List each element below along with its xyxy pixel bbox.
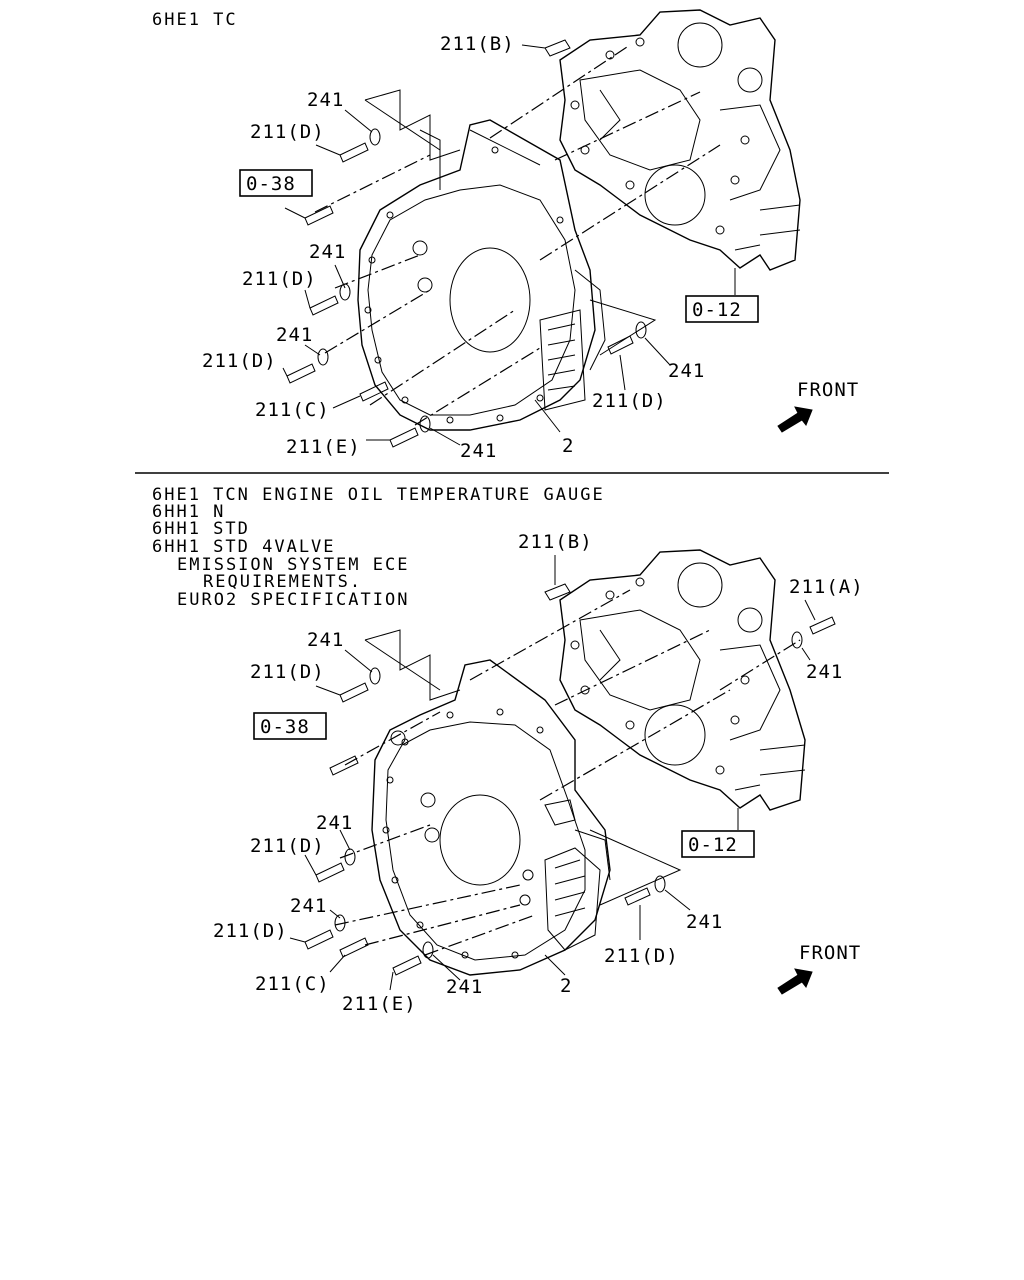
lower-header-line-6: REQUIREMENTS. bbox=[203, 572, 362, 592]
lower-label-241a: 241 bbox=[307, 629, 344, 651]
upper-label-211d-a: 211(D) bbox=[250, 121, 325, 143]
lower-label-part-2: 2 bbox=[560, 975, 572, 997]
upper-engine-block bbox=[559, 9, 801, 271]
upper-label-211d-d: 211(D) bbox=[592, 390, 667, 412]
lower-header-line-3: 6HH1 STD bbox=[152, 519, 250, 539]
upper-ref-038-box bbox=[239, 169, 313, 197]
upper-label-211e: 211(E) bbox=[286, 436, 361, 458]
upper-label-211d-c: 211(D) bbox=[202, 350, 277, 372]
upper-front-arrow-icon bbox=[777, 406, 813, 433]
lower-label-211b: 211(B) bbox=[518, 531, 593, 553]
upper-front-label: FRONT bbox=[797, 379, 859, 401]
lower-label-211c: 211(C) bbox=[255, 973, 330, 995]
lower-label-211a: 211(A) bbox=[789, 576, 864, 598]
upper-label-211b: 211(B) bbox=[440, 33, 515, 55]
lower-front-label: FRONT bbox=[799, 942, 861, 964]
lower-label-211e: 211(E) bbox=[342, 993, 417, 1015]
upper-label-241a: 241 bbox=[307, 89, 344, 111]
upper-ref-012-box bbox=[685, 295, 759, 323]
lower-engine-block bbox=[559, 549, 806, 811]
upper-label-241e: 241 bbox=[668, 360, 705, 382]
upper-ref-038: 0-38 bbox=[246, 173, 296, 195]
upper-label-part-2: 2 bbox=[562, 435, 574, 457]
lower-diagram: 6HE1 TCN ENGINE OIL TEMPERATURE GAUGE 6H… bbox=[152, 485, 864, 1015]
upper-flywheel-housing bbox=[357, 119, 606, 431]
lower-ref-012-box bbox=[681, 830, 755, 858]
lower-label-211d-a: 211(D) bbox=[250, 661, 325, 683]
upper-ref-012: 0-12 bbox=[692, 299, 742, 321]
lower-label-241d: 241 bbox=[446, 976, 483, 998]
lower-header-line-5: EMISSION SYSTEM ECE bbox=[177, 555, 409, 575]
upper-label-211c: 211(C) bbox=[255, 399, 330, 421]
lower-ref-038: 0-38 bbox=[260, 716, 310, 738]
upper-diagram: 6HE1 TC bbox=[152, 9, 859, 462]
lower-label-241b: 241 bbox=[316, 812, 353, 834]
lower-ref-038-box bbox=[253, 712, 327, 740]
lower-label-211d-d: 211(D) bbox=[604, 945, 679, 967]
lower-fasteners bbox=[304, 583, 836, 976]
lower-header-line-4: 6HH1 STD 4VALVE bbox=[152, 537, 336, 557]
lower-front-arrow-icon bbox=[777, 968, 813, 995]
lower-label-241e: 241 bbox=[686, 911, 723, 933]
upper-label-241b: 241 bbox=[309, 241, 346, 263]
upper-label-241c: 241 bbox=[276, 324, 313, 346]
lower-header-line-2: 6HH1 N bbox=[152, 502, 225, 522]
upper-header-model: 6HE1 TC bbox=[152, 10, 238, 30]
upper-label-241d: 241 bbox=[460, 440, 497, 462]
upper-label-211d-b: 211(D) bbox=[242, 268, 317, 290]
lower-header-line-1: 6HE1 TCN ENGINE OIL TEMPERATURE GAUGE bbox=[152, 485, 605, 505]
lower-label-241f: 241 bbox=[806, 661, 843, 683]
lower-label-211d-b: 211(D) bbox=[250, 835, 325, 857]
lower-label-241c: 241 bbox=[290, 895, 327, 917]
lower-label-211d-c: 211(D) bbox=[213, 920, 288, 942]
lower-ref-012: 0-12 bbox=[688, 834, 738, 856]
upper-fasteners bbox=[286, 39, 647, 448]
lower-flywheel-housing bbox=[371, 659, 611, 976]
lower-header-line-7: EURO2 SPECIFICATION bbox=[177, 590, 409, 610]
